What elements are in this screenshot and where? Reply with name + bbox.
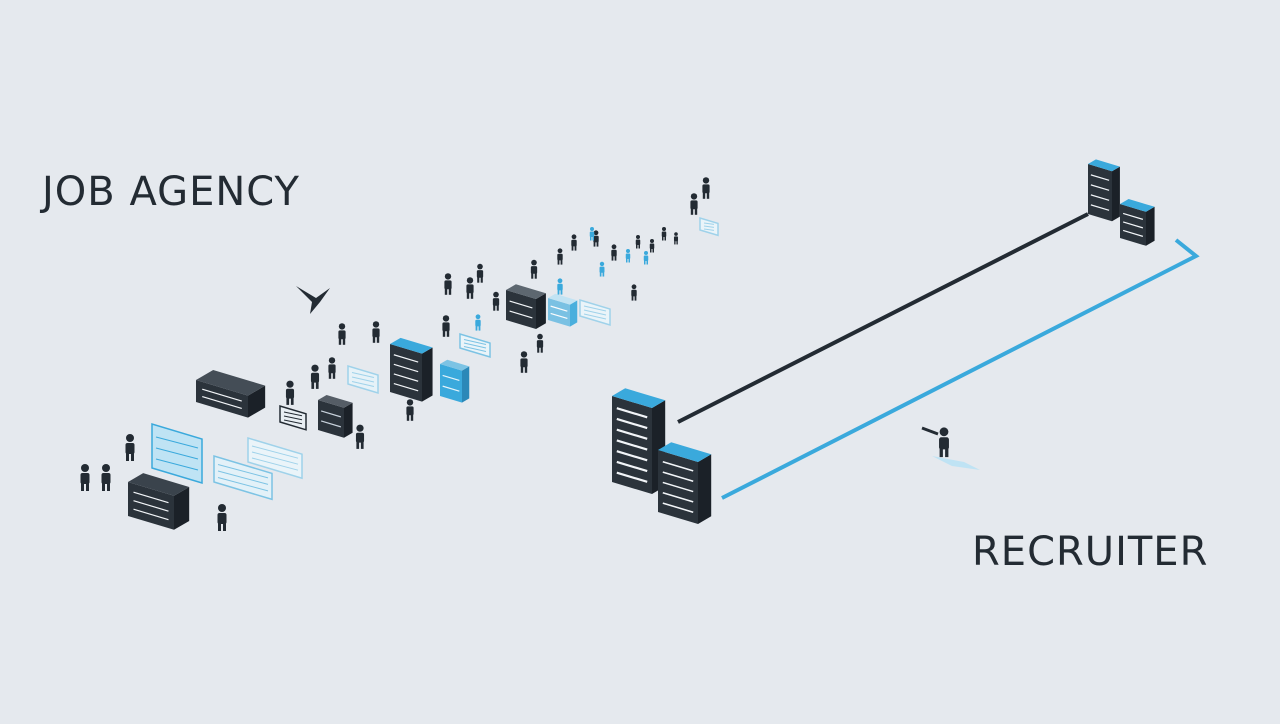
person-icon [475,314,481,331]
building-icon [1088,159,1120,222]
building-icon [548,293,578,327]
arm [921,426,939,436]
person-icon [690,193,698,215]
person-icon [611,244,617,261]
person-icon [492,291,500,311]
blue-connection-line [721,238,1200,500]
person-icon [310,364,320,389]
person-icon [520,351,528,373]
person-icon [557,248,563,265]
shadow [932,456,980,470]
person-icon [939,427,949,458]
person-icon [530,259,538,279]
person-icon [557,278,563,295]
person-icon [589,227,595,241]
building-icon [390,337,433,402]
person-icon [702,177,710,199]
person-icon [661,227,667,241]
recruiter-label: RECRUITER [972,529,1209,575]
person-icon [593,230,599,247]
building-icon [347,364,379,395]
building-icon [196,369,266,418]
building-icon [1120,198,1155,246]
person-icon [125,434,135,461]
building-icon [213,454,273,501]
person-icon [571,234,577,251]
person-icon [631,284,637,301]
person-icon [101,464,111,491]
job-agency-label: JOB AGENCY [42,169,300,215]
person-icon [80,464,90,491]
building-icon [440,359,470,403]
person-icon [466,277,474,299]
person-icon [217,504,227,531]
person-icon [643,251,649,265]
person-icon [444,273,452,295]
building-icon [506,284,546,329]
person-icon [338,323,346,345]
person-icon [285,380,295,405]
person-icon [536,333,544,353]
person-icon [372,321,380,343]
person-icon [328,357,336,379]
building-icon [151,422,203,485]
building-icon [658,442,712,524]
building-icon [128,473,190,530]
building-icon [247,436,303,480]
building-icon [612,388,666,494]
building-icon [579,298,611,327]
person-icon [673,232,679,245]
building-icon [318,394,353,438]
bird-icon [296,286,330,314]
person-icon [635,235,641,249]
dark-connection-line [677,212,1089,424]
person-icon [649,239,655,253]
person-icon [599,261,605,277]
person-icon [625,249,631,263]
building-icon [699,216,719,237]
person-icon [406,399,414,421]
person-icon [355,424,365,449]
building-icon [279,404,307,431]
connection-lines [677,212,1200,500]
person-icon [476,263,484,283]
building-icon [459,332,491,359]
person-icon [442,315,450,337]
